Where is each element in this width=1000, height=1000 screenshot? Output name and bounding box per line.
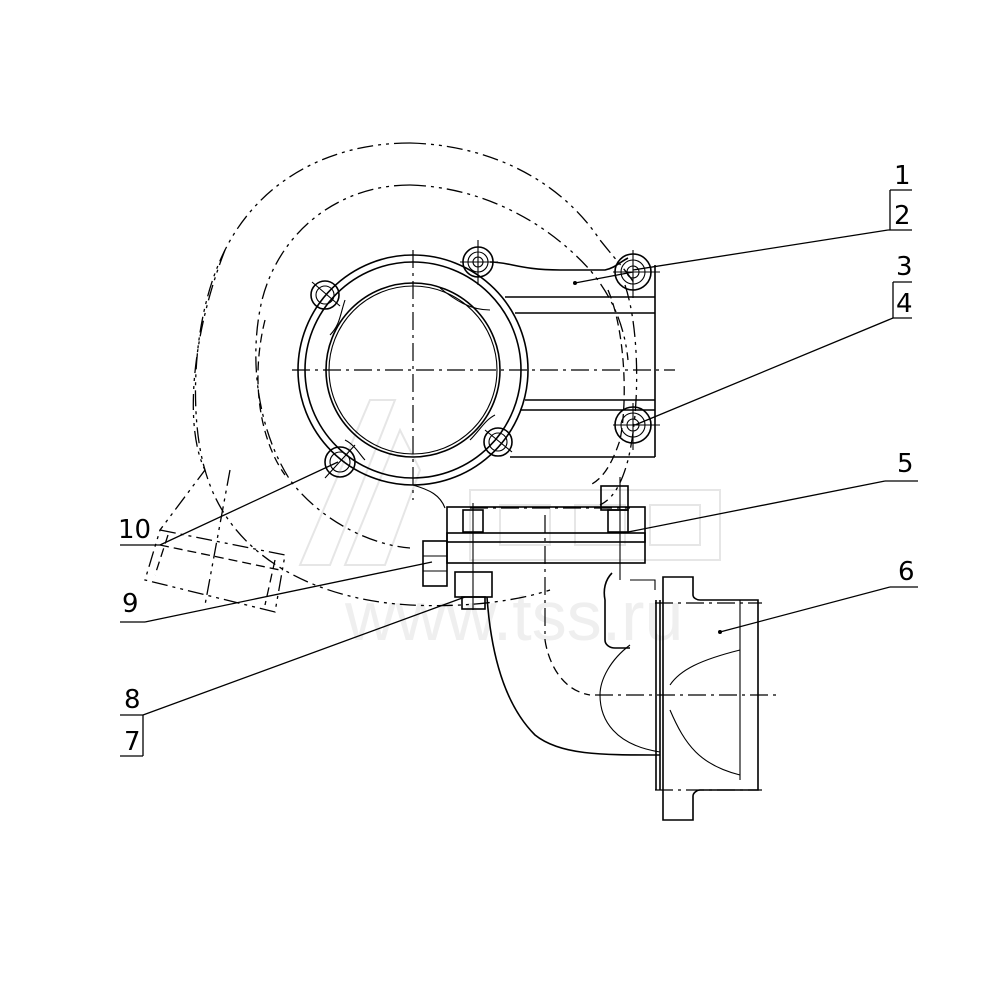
flange-nut-right: [600, 477, 629, 580]
callout-label-8: 8: [124, 685, 141, 715]
lower-nut: [454, 571, 493, 610]
callout-label-10: 10: [118, 515, 151, 545]
callout-label-2: 2: [894, 201, 911, 231]
flange-bolt-bottom-left: [324, 444, 356, 479]
callout-label-3: 3: [896, 252, 913, 282]
bracket-bolt-lower: [613, 403, 660, 450]
callout-10: 10: [118, 461, 339, 546]
callouts: 1 2 3 4 5 6: [118, 161, 918, 757]
callout-label-7: 7: [124, 727, 141, 757]
callout-label-1: 1: [894, 161, 911, 191]
callout-1-2: 1 2: [632, 161, 912, 271]
callout-6: 6: [718, 557, 918, 634]
callout-9: 9: [120, 561, 433, 623]
turbine-inlet-flange: [292, 240, 675, 500]
watermark-url: www.tss.ru: [344, 577, 683, 655]
watermark: www.tss.ru: [298, 399, 721, 655]
flange-stud-left: [462, 503, 484, 610]
callout-label-5: 5: [897, 449, 914, 479]
callout-label-6: 6: [898, 557, 915, 587]
flange-bolt-top-left: [310, 280, 341, 310]
exhaust-outlet-flange: [595, 576, 780, 821]
callout-label-4: 4: [896, 289, 913, 319]
exhaust-elbow: [486, 572, 661, 756]
flange-bolt-bottom-right: [483, 427, 513, 457]
compressor-volute-outline: [159, 142, 638, 607]
callout-label-9: 9: [122, 589, 139, 619]
bracket-bolt-upper: [613, 250, 660, 298]
callout-5: 5: [622, 449, 918, 534]
connecting-flange-plate: [412, 477, 646, 640]
callout-3-4: 3 4: [573, 252, 913, 426]
callout-7-8: 8 7: [120, 596, 466, 757]
support-bracket: [489, 250, 660, 458]
compressor-outlet-pipe: [144, 469, 286, 613]
